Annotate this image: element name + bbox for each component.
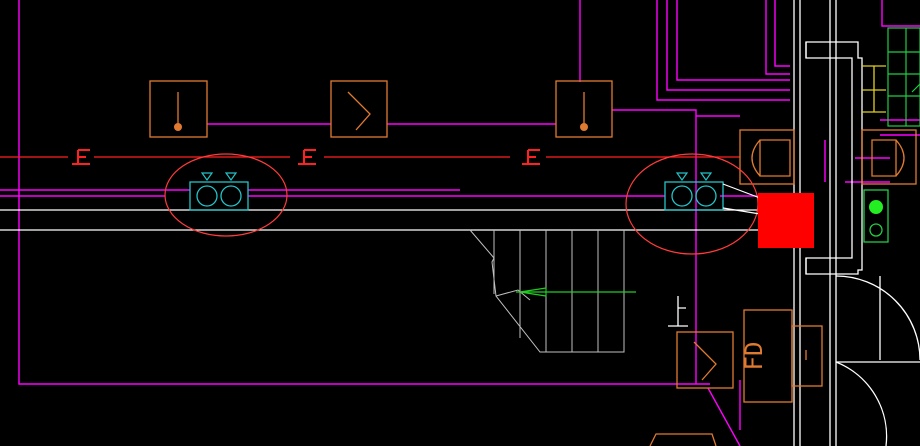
yellow-junction-mark — [862, 65, 886, 113]
cable-tee-marker — [522, 149, 540, 165]
fire-damper-box[interactable]: FD — [740, 309, 823, 403]
level-marker — [668, 296, 688, 327]
highlight-ellipse — [625, 153, 759, 255]
smoke-detector-pair[interactable] — [664, 172, 724, 211]
stair-direction-arrow — [516, 287, 636, 297]
indicator-panel[interactable] — [863, 189, 889, 243]
control-module[interactable] — [676, 331, 734, 389]
horn-speaker[interactable] — [739, 129, 795, 185]
staircase — [469, 229, 625, 353]
fd-label: FD — [740, 342, 768, 371]
manual-call-point[interactable] — [555, 80, 613, 138]
smoke-detector-pair[interactable] — [189, 172, 249, 211]
control-module[interactable] — [330, 80, 388, 138]
horn-speaker[interactable] — [861, 129, 917, 185]
alarm-box[interactable] — [758, 193, 814, 248]
cable-tee-marker — [72, 149, 90, 165]
cable-tee-marker — [298, 149, 316, 165]
alarm-connector — [722, 183, 761, 215]
manual-call-point[interactable] — [149, 80, 208, 138]
highlight-ellipse — [164, 153, 288, 237]
device-bottom-partial — [649, 433, 717, 446]
panel-grid-right — [887, 27, 920, 127]
